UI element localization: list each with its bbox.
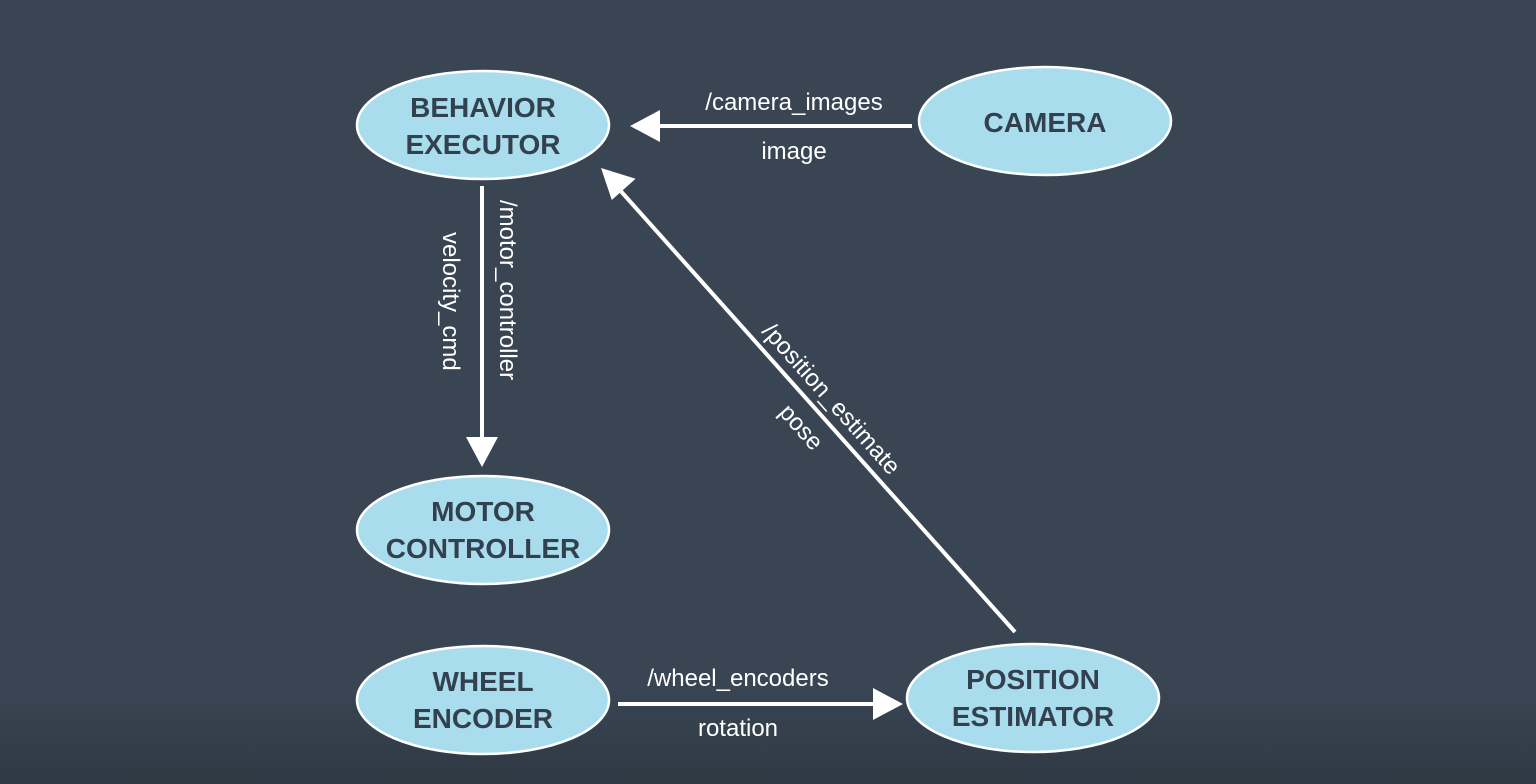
node-motor-controller[interactable]: MOTOR CONTROLLER: [355, 474, 611, 586]
edge-wheel-encoders: /wheel_encoders rotation: [618, 665, 903, 742]
camera-images-message-label: image: [761, 138, 826, 165]
camera-ellipse: [917, 65, 1173, 177]
wheel-encoder-label-line1: WHEEL: [432, 666, 533, 697]
position-estimate-message-label: pose: [774, 399, 829, 456]
position-estimate-topic-label: /position_estimate: [757, 318, 906, 480]
motor-controller-label-line2: CONTROLLER: [386, 533, 580, 564]
behavior-executor-ellipse: [355, 69, 611, 181]
wheel-encoder-ellipse: [355, 644, 611, 756]
camera-images-topic-label: /camera_images: [705, 89, 882, 116]
edge-motor-controller: /motor_controller velocity_cmd: [437, 186, 521, 467]
position-estimate-arrow-icon: [601, 168, 636, 200]
position-estimator-label-line1: POSITION: [966, 664, 1100, 695]
edge-camera-images: /camera_images image: [630, 89, 912, 165]
node-camera[interactable]: CAMERA: [917, 65, 1173, 177]
node-behavior-executor[interactable]: BEHAVIOR EXECUTOR: [355, 69, 611, 181]
motor-controller-label-line1: MOTOR: [431, 496, 535, 527]
position-estimator-label-line2: ESTIMATOR: [952, 701, 1114, 732]
motor-controller-topic-label: /motor_controller: [494, 200, 521, 380]
camera-images-arrow-icon: [630, 110, 660, 142]
motor-controller-ellipse: [355, 474, 611, 586]
motor-controller-message-label: velocity_cmd: [437, 232, 464, 371]
wheel-encoders-arrow-icon: [873, 688, 903, 720]
edge-position-estimate: /position_estimate pose: [601, 168, 1017, 634]
motor-controller-arrow-icon: [466, 437, 498, 467]
position-estimator-ellipse: [905, 642, 1161, 754]
node-wheel-encoder[interactable]: WHEEL ENCODER: [355, 644, 611, 756]
behavior-executor-label-line2: EXECUTOR: [405, 129, 560, 160]
wheel-encoders-topic-label: /wheel_encoders: [647, 665, 828, 692]
wheel-encoder-label-line2: ENCODER: [413, 703, 553, 734]
camera-label: CAMERA: [984, 107, 1107, 138]
behavior-executor-label-line1: BEHAVIOR: [410, 92, 556, 123]
position-estimate-line: [616, 186, 1017, 634]
wheel-encoders-message-label: rotation: [698, 715, 778, 742]
node-position-estimator[interactable]: POSITION ESTIMATOR: [905, 642, 1161, 754]
